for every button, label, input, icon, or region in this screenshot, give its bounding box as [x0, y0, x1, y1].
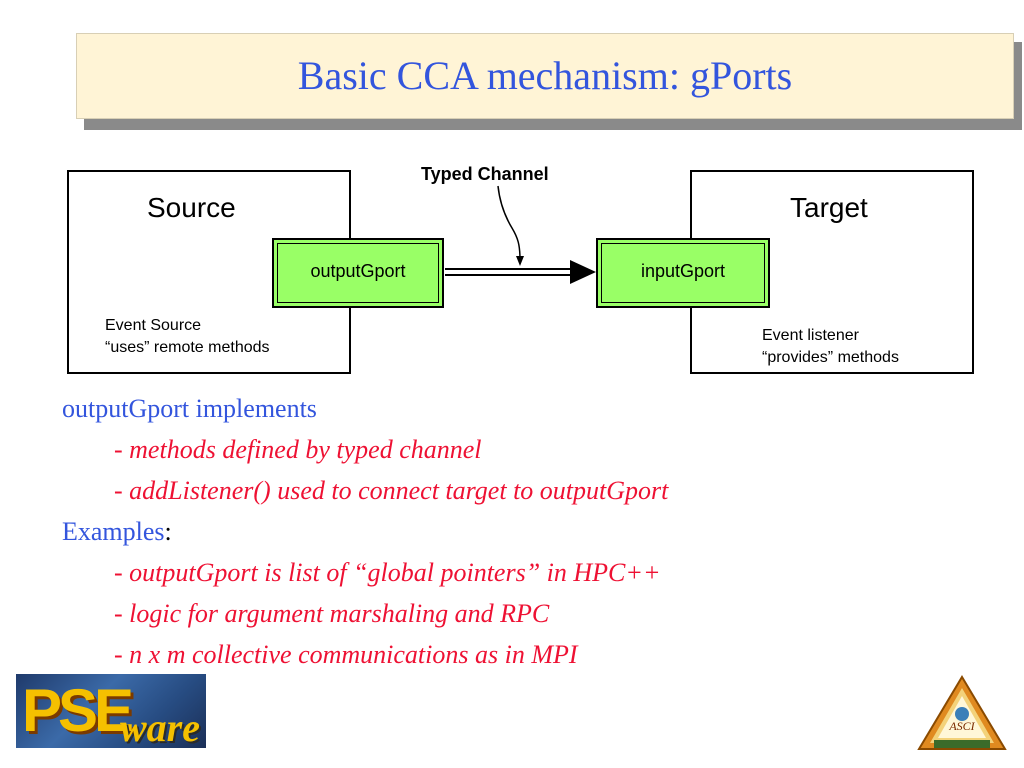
source-note-line1: Event Source	[105, 317, 202, 334]
output-gport: outputGport	[272, 238, 444, 308]
typed-channel-label: Typed Channel	[421, 164, 549, 184]
output-gport-label: outputGport	[310, 261, 406, 281]
psware-logo-small: ware	[120, 705, 200, 748]
heading-examples-colon: :	[164, 517, 172, 546]
bullet-collective: - n x m collective communications as in …	[114, 640, 578, 669]
bullet-global-pointers: - outputGport is list of “global pointer…	[114, 558, 661, 587]
bullet-marshaling: - logic for argument marshaling and RPC	[114, 599, 550, 628]
title-banner: Basic CCA mechanism: gPorts	[76, 33, 1014, 119]
psware-logo-big: PSE	[22, 677, 134, 744]
source-title: Source	[147, 192, 236, 223]
target-note-line2: “provides” methods	[762, 349, 899, 366]
input-gport: inputGport	[596, 238, 770, 308]
label-pointer-arrow	[516, 256, 524, 266]
heading-examples-line: Examples:	[62, 511, 668, 552]
input-gport-label: inputGport	[640, 261, 726, 281]
target-title: Target	[790, 192, 868, 223]
psware-logo: PSE ware	[16, 674, 206, 748]
heading-implements: outputGport implements	[62, 394, 317, 423]
target-note: Event listener “provides” methods	[762, 325, 899, 369]
source-note: Event Source “uses” remote methods	[105, 315, 270, 359]
body-text: outputGport implements - methods defined…	[62, 388, 668, 675]
slide-title: Basic CCA mechanism: gPorts	[297, 53, 793, 98]
heading-examples: Examples	[62, 517, 165, 546]
bullet-methods: - methods defined by typed channel	[114, 435, 482, 464]
asci-logo: ASCI	[917, 675, 1007, 750]
label-pointer-line	[497, 185, 521, 261]
asci-logo-text: ASCI	[948, 719, 975, 733]
source-note-line2: “uses” remote methods	[105, 339, 270, 356]
target-note-line1: Event listener	[762, 327, 859, 344]
channel-arrow-head	[570, 260, 596, 284]
bullet-addlistener: - addListener() used to connect target t…	[114, 476, 669, 505]
